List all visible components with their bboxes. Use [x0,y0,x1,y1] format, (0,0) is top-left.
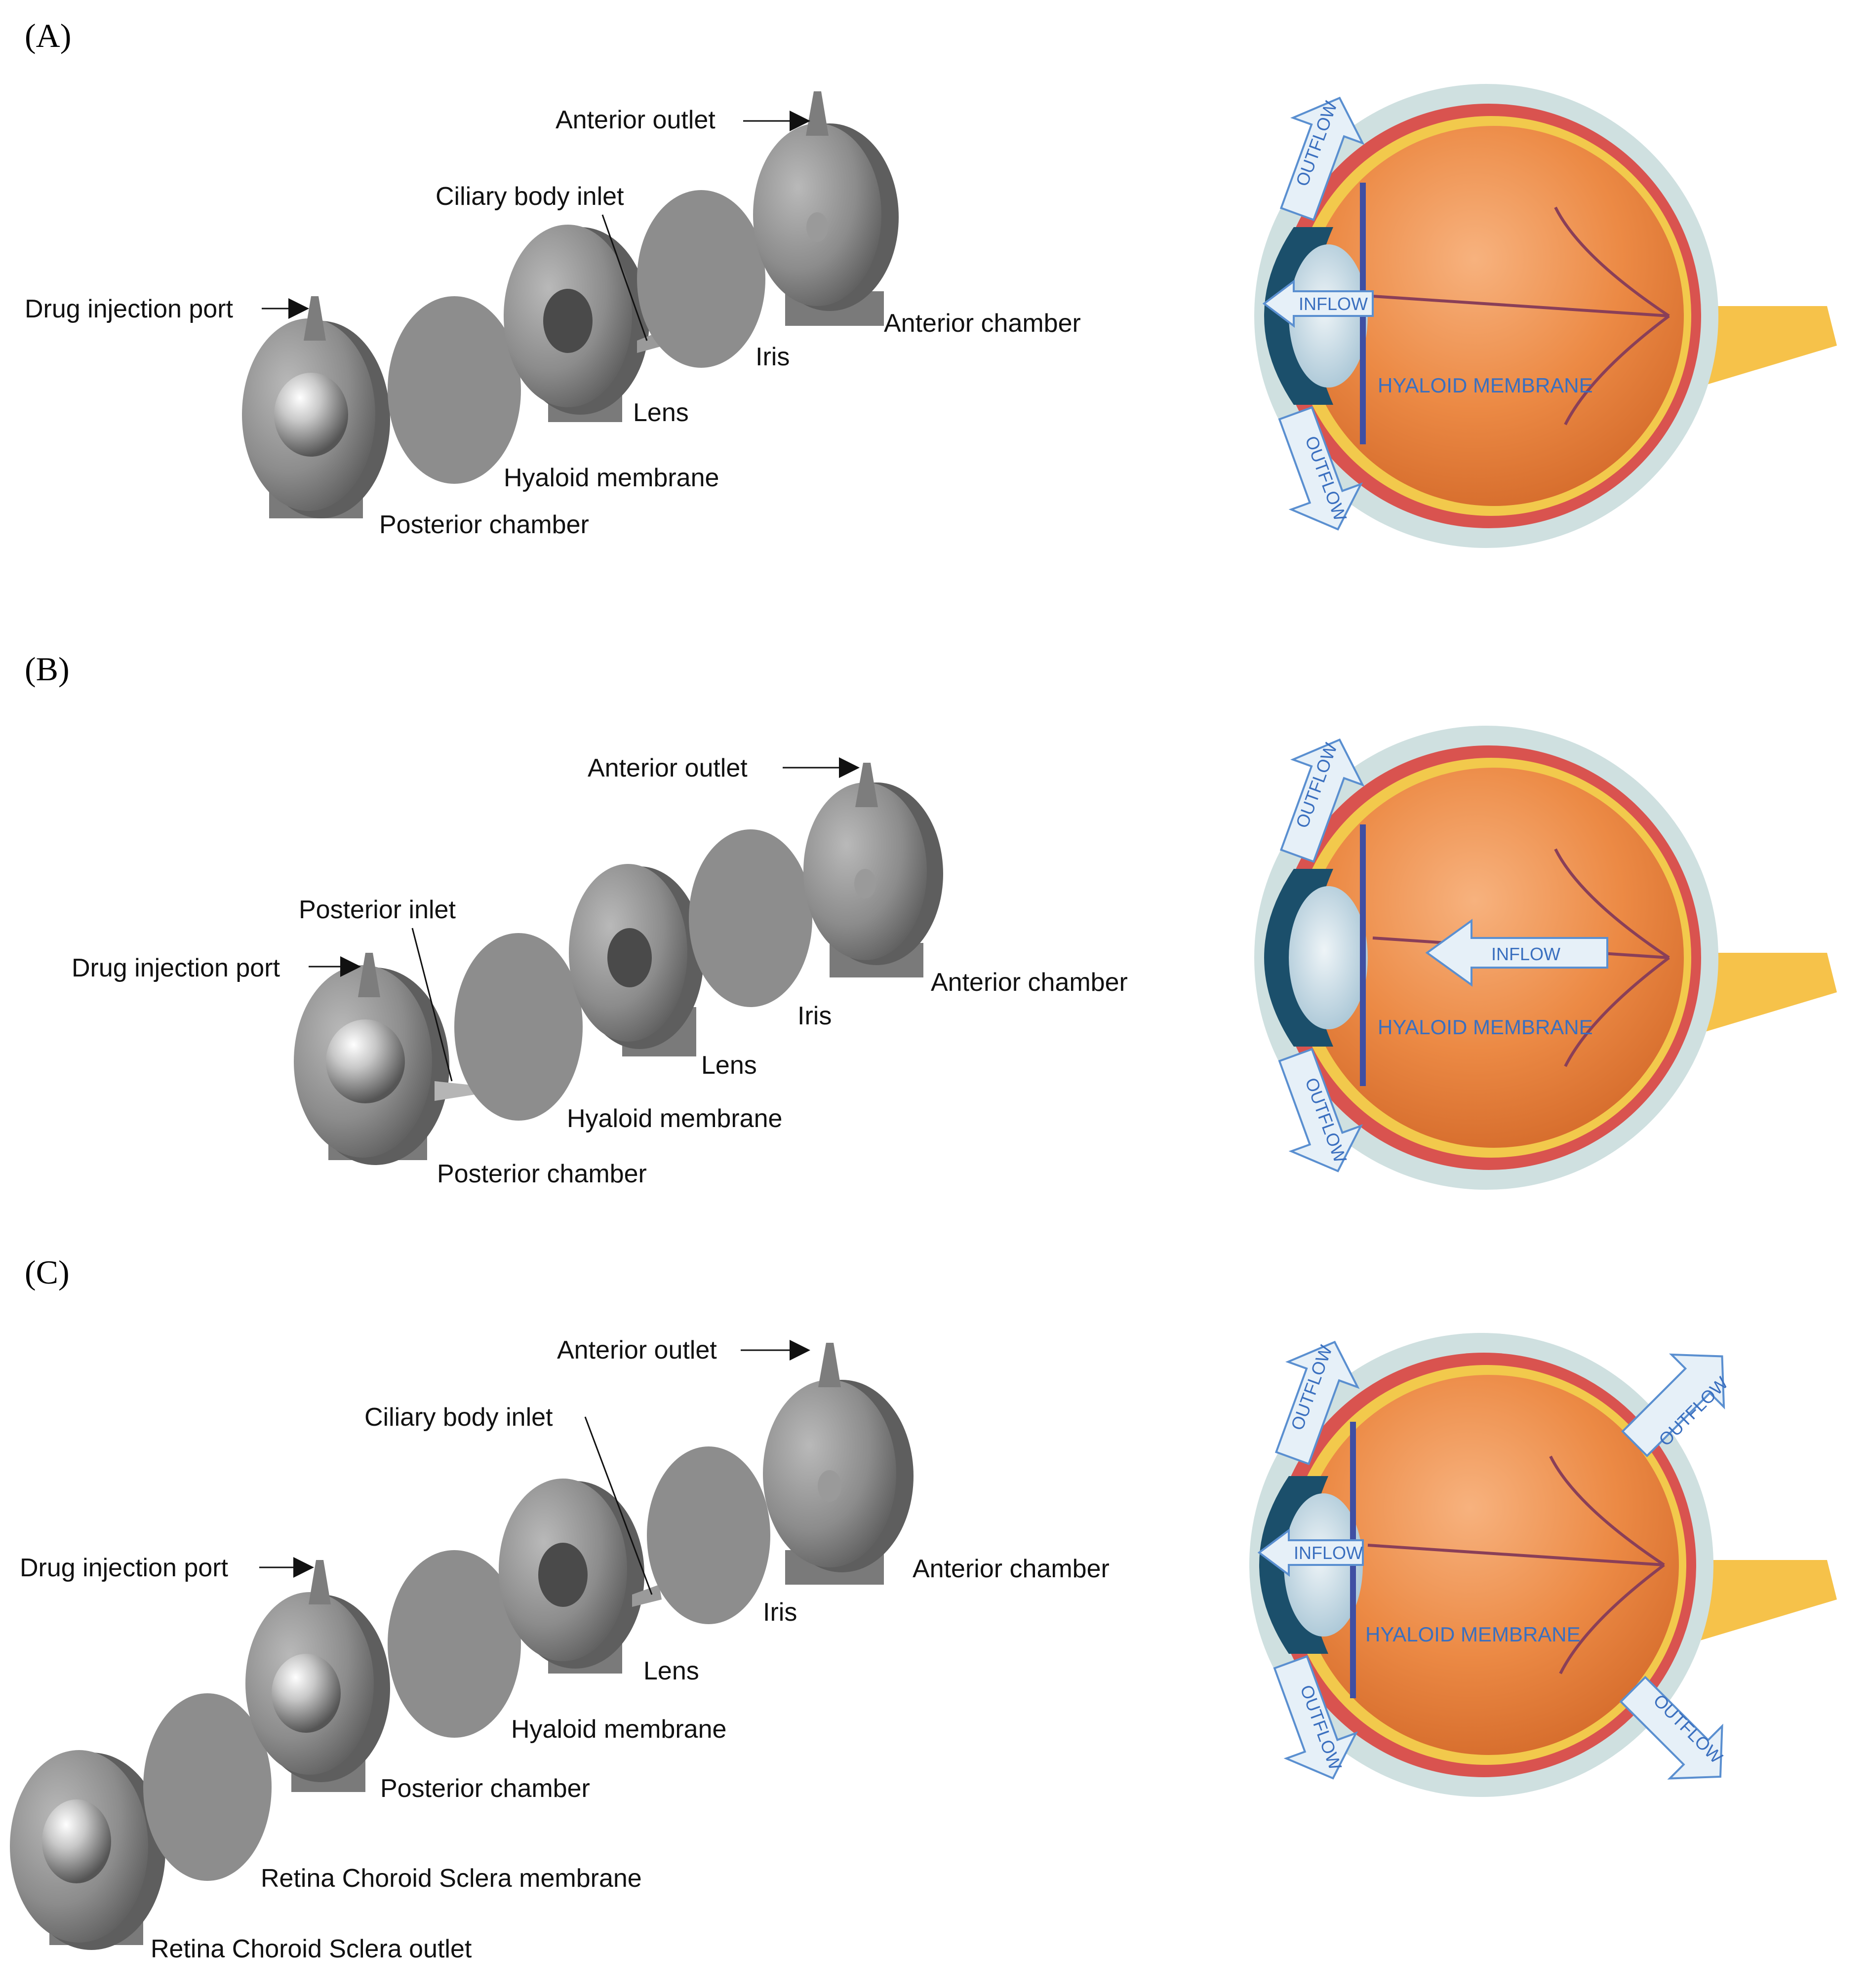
label-iris: Iris [797,1002,832,1030]
iris-part [689,829,812,1007]
label-lens: Lens [643,1657,699,1685]
anterior-outlet-nozzle [855,763,878,807]
label-anterior-chamber: Anterior chamber [913,1555,1110,1583]
label-ciliary-body-inlet: Ciliary body inlet [436,182,624,211]
label-lens: Lens [701,1051,757,1080]
eye-illustration-a: HYALOID MEMBRANE OUTFLOW INFLOW OUTFLOW [1254,84,1837,548]
label-anterior-outlet: Anterior outlet [588,754,748,782]
panel-a: (A) Anterior ou [25,17,1837,548]
anterior-chamber-part [803,763,943,977]
posterior-chamber-part [242,296,390,518]
hyaloid-membrane-part [388,296,521,484]
rcs-membrane-part [143,1693,272,1881]
label-rcs-outlet: Retina Choroid Sclera outlet [151,1935,472,1963]
panel-c: (C) [10,1253,1837,1963]
iris-part [647,1446,770,1624]
label-anterior-chamber: Anterior chamber [931,968,1128,997]
injection-port-nozzle [358,953,380,997]
label-drug-injection-port: Drug injection port [72,954,280,982]
eye-illustration-c: HYALOID MEMBRANE OUTFLOW INFLOW OUTFLOW … [1249,1333,1837,1797]
label-iris: Iris [763,1598,797,1627]
label-hyaloid-membrane: Hyaloid membrane [567,1104,782,1133]
label-hyaloid-membrane: Hyaloid membrane [504,464,719,492]
inflow-arrow: INFLOW [1257,1528,1364,1577]
label-anterior-outlet: Anterior outlet [556,106,716,134]
hyaloid-membrane-part [388,1550,521,1738]
anterior-outlet-nozzle [818,1343,841,1387]
label-drug-injection-port: Drug injection port [25,295,234,323]
lens-part [499,1479,662,1674]
anterior-chamber-part [763,1343,914,1585]
label-posterior-chamber: Posterior chamber [379,510,589,539]
panel-label-a: (A) [25,17,71,54]
lens-part [569,864,704,1056]
inflow-label: INFLOW [1294,1543,1363,1563]
panel-b: (B) Anterior outlet [25,650,1837,1190]
inflow-arrow: INFLOW [1425,919,1608,987]
posterior-chamber-part [294,953,481,1165]
eye-label-hyaloid: HYALOID MEMBRANE [1365,1623,1581,1646]
inflow-arrow: INFLOW [1262,279,1374,328]
label-posterior-chamber: Posterior chamber [380,1774,590,1803]
label-posterior-inlet: Posterior inlet [299,896,456,924]
label-rcs-membrane: Retina Choroid Sclera membrane [261,1864,642,1893]
rcs-outlet-part [10,1750,165,1950]
label-lens: Lens [633,398,689,427]
anterior-chamber-part [753,91,899,326]
inflow-label: INFLOW [1299,294,1368,314]
posterior-chamber-part [245,1560,390,1792]
label-ciliary-body-inlet: Ciliary body inlet [364,1403,553,1432]
label-hyaloid-membrane: Hyaloid membrane [511,1715,726,1744]
label-iris: Iris [756,343,790,371]
label-anterior-outlet: Anterior outlet [557,1336,717,1364]
label-drug-injection-port: Drug injection port [20,1554,229,1582]
inflow-label: INFLOW [1491,944,1560,964]
injection-port-nozzle [304,296,326,341]
label-posterior-chamber: Posterior chamber [437,1160,647,1188]
eye-illustration-b: HYALOID MEMBRANE OUTFLOW INFLOW OUTFLOW [1254,726,1837,1190]
eye-label-hyaloid: HYALOID MEMBRANE [1378,374,1593,397]
hyaloid-membrane-part [454,933,583,1121]
lens-part [504,225,664,422]
panel-label-b: (B) [25,650,70,688]
iris-part [637,190,765,368]
eye-label-hyaloid: HYALOID MEMBRANE [1378,1015,1593,1039]
anterior-outlet-nozzle [806,91,829,136]
injection-port-nozzle [309,1560,331,1604]
label-anterior-chamber: Anterior chamber [884,309,1081,338]
panel-label-c: (C) [25,1253,70,1291]
